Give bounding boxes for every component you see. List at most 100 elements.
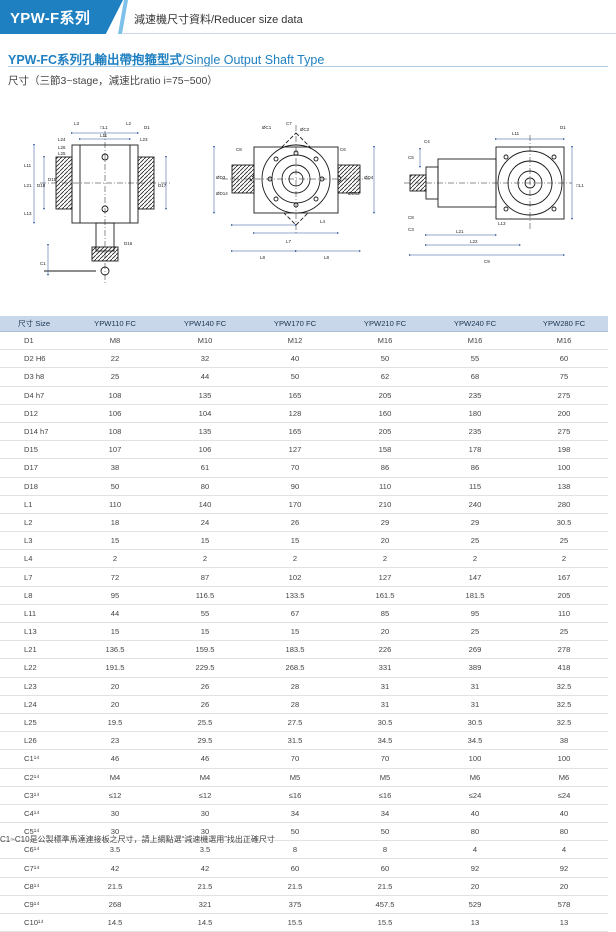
table-cell: M4 (70, 768, 160, 787)
table-cell: ≤16 (250, 786, 340, 805)
table-cell: M16 (520, 331, 608, 351)
table-cell: 20 (70, 677, 160, 696)
table-cell: 87 (160, 567, 250, 587)
table-cell: 95 (70, 586, 160, 605)
label-D17: D17 (158, 183, 167, 188)
label-C6: C6 (340, 147, 346, 152)
table-cell: 72 (70, 567, 160, 587)
row-label-cell: L23 (0, 677, 70, 696)
table-cell: 80 (430, 822, 520, 842)
table-cell: 389 (430, 658, 520, 678)
label-L4: L4 (320, 219, 326, 224)
row-label-cell: C8¹⁴ (0, 877, 70, 896)
flange-view-labels: C4 C5 D1 L11 □L1 C8 C3 L21 L22 L13 C9 (408, 125, 584, 264)
row-label-cell: C9¹⁴ (0, 895, 70, 915)
table-cell: 205 (340, 422, 430, 442)
row-label-cell: C1¹⁴ (0, 749, 70, 769)
table-cell: M8 (70, 331, 160, 351)
table-header-row: 尺寸 Size YPW110 FC YPW140 FC YPW170 FC YP… (0, 316, 608, 332)
table-cell: 100 (430, 749, 520, 769)
label-D15: D15 (48, 177, 57, 182)
table-cell: 29 (430, 513, 520, 533)
label-L22: L22 (470, 239, 478, 244)
table-cell: 106 (70, 404, 160, 423)
table-cell: 20 (70, 695, 160, 714)
table-cell: 34 (340, 804, 430, 824)
table-cell: 31.5 (250, 731, 340, 751)
table-cell: 46 (160, 749, 250, 769)
table-cell: 21.5 (160, 877, 250, 896)
table-cell: 135 (160, 422, 250, 442)
table-cell: 67 (250, 604, 340, 624)
label-L13-flange: L13 (498, 221, 506, 226)
table-cell: 161.5 (340, 586, 430, 605)
label-C7: C7 (286, 121, 292, 126)
label-D1: D1 (144, 125, 150, 130)
label-L8-right: L8 (324, 255, 330, 260)
table-cell: 8 (340, 840, 430, 860)
table-cell: 50 (250, 367, 340, 387)
label-D1-flange: D1 (560, 125, 566, 130)
table-cell: 40 (250, 349, 340, 369)
table-cell: 321 (160, 895, 250, 915)
table-cell: 116.5 (160, 586, 250, 605)
table-cell: 34.5 (340, 731, 430, 751)
table-cell: M6 (430, 768, 520, 787)
table-cell: 28 (250, 677, 340, 696)
table-cell: 15 (250, 531, 340, 551)
label-L13: L13 (24, 211, 32, 216)
table-cell: ≤16 (340, 786, 430, 805)
row-label-cell: D12 (0, 404, 70, 423)
table-cell: 21.5 (340, 877, 430, 896)
col-header-ypw170: YPW170 FC (250, 316, 340, 332)
table-cell: 55 (430, 349, 520, 369)
row-label-cell: L11 (0, 604, 70, 624)
table-cell: 240 (430, 495, 520, 514)
col-header-ypw110: YPW110 FC (70, 316, 160, 332)
table-cell: 50 (340, 822, 430, 842)
row-label-cell: D14 h7 (0, 422, 70, 442)
label-L11: L11 (100, 133, 108, 138)
table-cell: 418 (520, 658, 608, 678)
table-cell: 165 (250, 422, 340, 442)
footnote: C1~C10是公製標準馬達連接板之尺寸，請上網點選“減速機選用”找出正確尺寸 (0, 835, 275, 844)
label-L11-side: L11 (24, 163, 32, 168)
table-cell: 92 (520, 858, 608, 878)
table-cell: 42 (160, 858, 250, 878)
table-cell: 90 (250, 477, 340, 496)
table-cell: 29.5 (160, 731, 250, 751)
table-cell: 31 (340, 677, 430, 696)
table-cell: 229.5 (160, 658, 250, 678)
table-cell: 25 (520, 622, 608, 642)
row-label-cell: D1 (0, 331, 70, 351)
table-cell: 2 (250, 549, 340, 569)
table-cell: 159.5 (160, 640, 250, 660)
table-cell: 25 (430, 622, 520, 642)
row-label-cell: L21 (0, 640, 70, 660)
table-cell: 32.5 (520, 695, 608, 714)
table-cell: 29 (340, 513, 430, 533)
row-label-cell: L3 (0, 531, 70, 551)
label-C5: C5 (408, 155, 414, 160)
table-cell: 70 (250, 458, 340, 478)
row-label-cell: L25 (0, 713, 70, 733)
series-badge: YPW-F系列 (0, 0, 123, 34)
label-L8-left: L8 (260, 255, 266, 260)
row-label-cell: D17 (0, 458, 70, 478)
label-D3: ØD3 (216, 175, 226, 180)
table-cell: 80 (160, 477, 250, 496)
row-label-cell: L24 (0, 695, 70, 714)
row-label-cell: C4¹⁴ (0, 804, 70, 824)
